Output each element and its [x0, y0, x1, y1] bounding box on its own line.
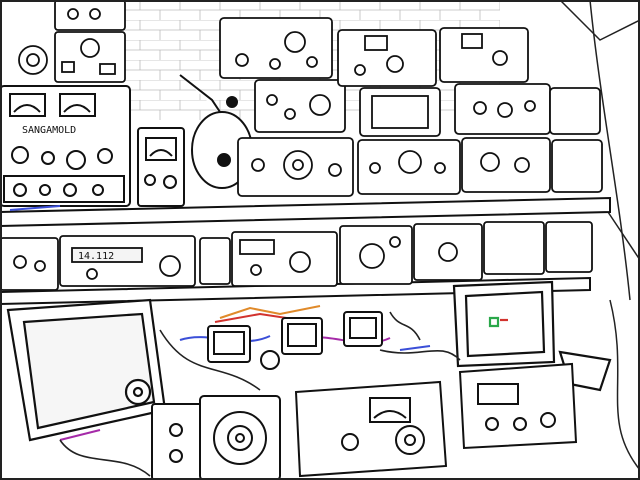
- top-left-receiver-stack: [18, 0, 126, 83]
- sangamold-transceiver: SANGAMOLD: [0, 85, 131, 207]
- bottom-test-equipment: [151, 362, 578, 480]
- computer-monitor: [452, 280, 612, 392]
- top-center-equipment-stack: [219, 17, 461, 197]
- top-right-equipment-stack: [439, 27, 603, 193]
- cable-bundle: [59, 311, 461, 477]
- middle-shelf-radios: 14.112: [0, 221, 593, 291]
- speaker-cabinet: [6, 298, 167, 442]
- frequency-readout: 14.112: [78, 251, 114, 262]
- panel-label: SANGAMOLD: [22, 125, 76, 136]
- meter-box-and-lamp: [137, 74, 253, 207]
- small-monitors: [207, 311, 383, 370]
